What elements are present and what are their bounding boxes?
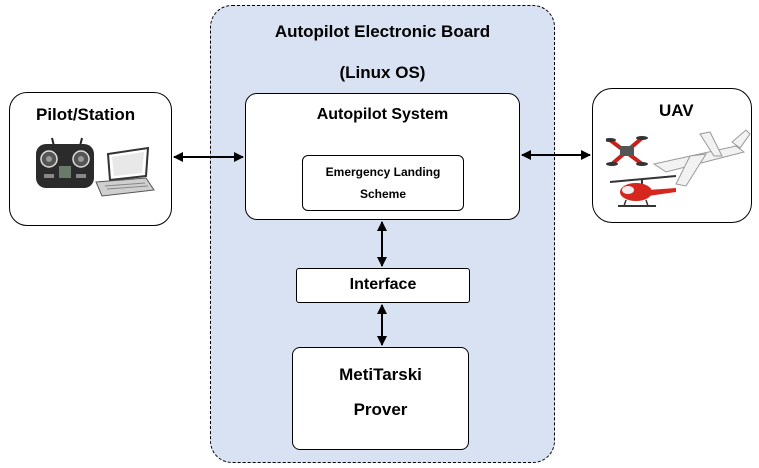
interface-label: Interface [349, 276, 417, 293]
pilot-station-label: Pilot/Station [36, 105, 136, 124]
autopilot-system-label: Autopilot System [316, 106, 449, 123]
metitarski-prover-box [292, 347, 469, 450]
emergency-landing-label-line1: Emergency Landing [325, 165, 441, 179]
metitarski-label: MetiTarski [339, 365, 422, 384]
emergency-landing-label-line2: Scheme [359, 187, 407, 201]
uav-label: UAV [659, 101, 694, 120]
board-title: Autopilot Electronic Board [274, 22, 491, 41]
uav-vehicles-icon [606, 129, 751, 207]
interface-box [296, 268, 470, 303]
emergency-landing-scheme-box [302, 155, 464, 211]
board-os-label: (Linux OS) [339, 63, 426, 82]
remote-controller-laptop-icon [36, 137, 155, 197]
prover-label: Prover [353, 400, 408, 419]
